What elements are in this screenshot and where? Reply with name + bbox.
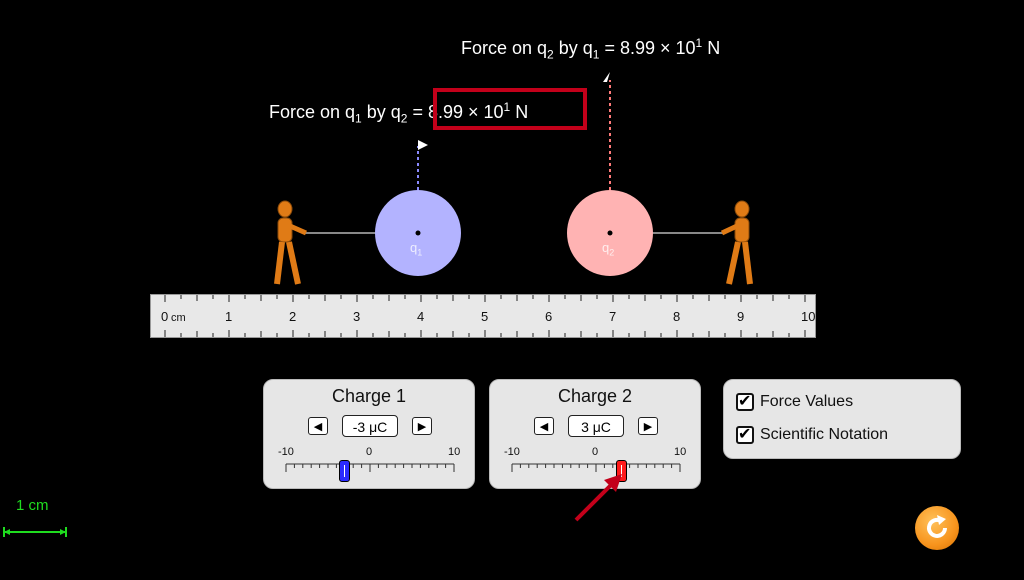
- charge-q2-label: q2: [602, 240, 615, 258]
- ruler-tick-label: 5: [481, 309, 488, 324]
- reset-button[interactable]: [915, 506, 959, 550]
- charge1-title: Charge 1: [331, 386, 407, 406]
- charge2-min-label: -10: [504, 446, 520, 458]
- simulation-scene: [274, 72, 753, 285]
- charge2-zero-label: 0: [592, 446, 599, 458]
- charge1-zero-label: 0: [366, 446, 373, 458]
- puller-figure-left: [274, 200, 308, 285]
- force-arrow-q1: [418, 140, 428, 150]
- ruler-tick-label: 3: [353, 309, 360, 324]
- charge2-max-label: 10: [674, 446, 687, 458]
- scientific-notation-label: Scientific Notation: [760, 426, 889, 443]
- ruler-unit-label: cm: [171, 312, 186, 324]
- scale-bar: [3, 527, 67, 537]
- charge1-decrement-button[interactable]: ◀: [308, 417, 328, 435]
- force-values-option[interactable]: Force Values: [736, 391, 854, 411]
- force-value-highlight: [433, 88, 587, 130]
- ruler-tick-label: 10: [801, 309, 815, 324]
- charge1-slider-thumb[interactable]: [339, 460, 351, 482]
- charge2-panel: Charge 2 ◀ 3 μC ▶ -10 0 10: [489, 379, 701, 489]
- ruler-tick-label: 2: [289, 309, 296, 324]
- charge2-slider-thumb[interactable]: [615, 460, 627, 482]
- charge2-title: Charge 2: [557, 386, 633, 406]
- force-values-checkbox[interactable]: [736, 391, 754, 411]
- charge1-panel: Charge 1 ◀ -3 μC ▶ -10 0 10: [263, 379, 475, 489]
- scientific-notation-checkbox[interactable]: [736, 424, 754, 444]
- charge1-increment-button[interactable]: ▶: [412, 417, 432, 435]
- ruler-tick-label: 1: [225, 309, 232, 324]
- charge1-max-label: 10: [448, 446, 461, 458]
- charge2-decrement-button[interactable]: ◀: [534, 417, 554, 435]
- pointer-arrow: [574, 474, 622, 522]
- ruler[interactable]: 0 1 2 3 4 5 6 7 8 9 10 cm: [150, 294, 816, 338]
- ruler-tick-label: 7: [609, 309, 616, 324]
- charge2-increment-button[interactable]: ▶: [638, 417, 658, 435]
- ruler-tick-label: 4: [417, 309, 424, 324]
- charge1-value: -3 μC: [342, 415, 398, 437]
- charge1-min-label: -10: [278, 446, 294, 458]
- charge1-slider-track[interactable]: [284, 458, 456, 474]
- scale-label: 1 cm: [16, 497, 49, 514]
- scientific-notation-option[interactable]: Scientific Notation: [736, 424, 889, 444]
- options-panel: Force Values Scientific Notation: [723, 379, 961, 459]
- force-arrow-q2: [603, 72, 610, 82]
- charge2-value: 3 μC: [568, 415, 624, 437]
- reset-icon: [927, 515, 947, 538]
- force-values-label: Force Values: [760, 393, 854, 410]
- ruler-tick-label: 6: [545, 309, 552, 324]
- charge-q1-label: q1: [410, 240, 423, 258]
- ruler-tick-label: 8: [673, 309, 680, 324]
- force-on-q2-label: Force on q2 by q1 = 8.99 × 101 N: [461, 36, 721, 62]
- ruler-tick-label: 0: [161, 309, 168, 324]
- ruler-tick-label: 9: [737, 309, 744, 324]
- puller-figure-right: [720, 200, 753, 285]
